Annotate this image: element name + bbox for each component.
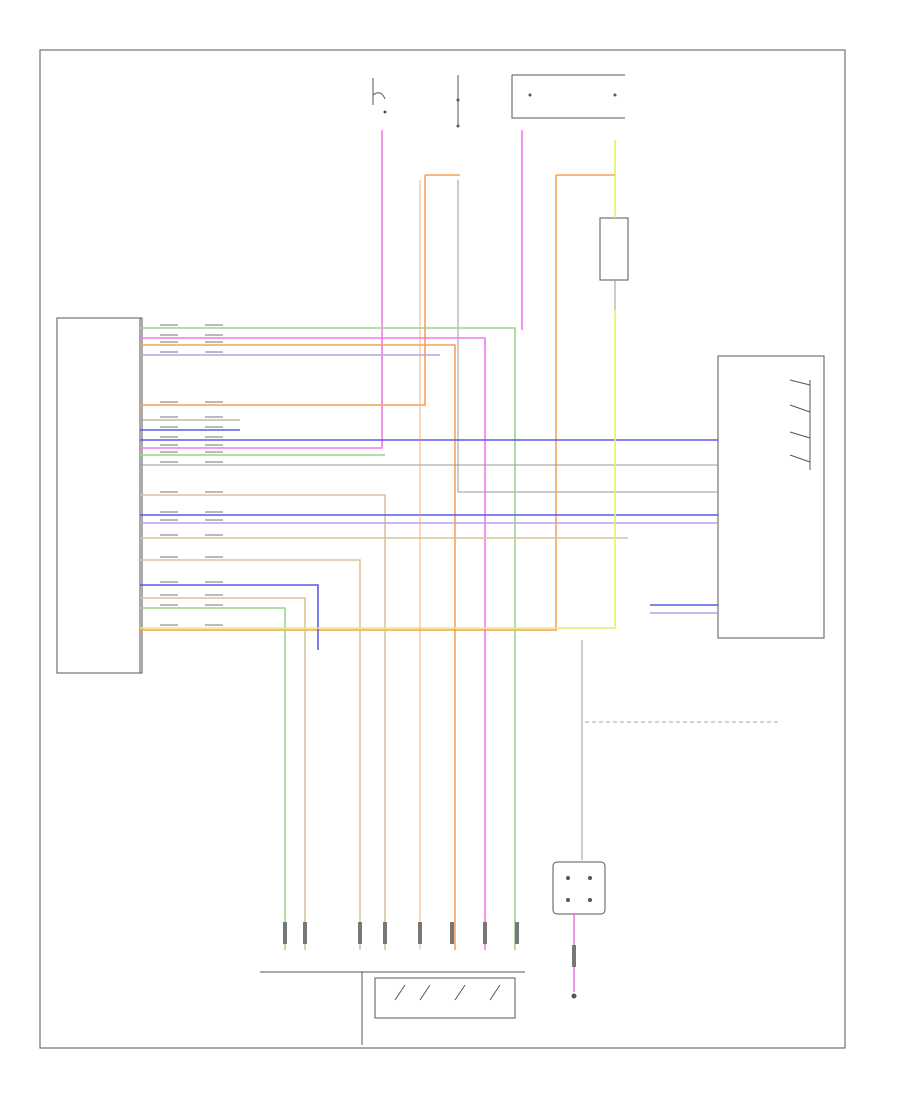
- wire-code-b-8: [205, 436, 223, 438]
- wire-code-b-12: [205, 491, 223, 493]
- wire-code-a-5: [160, 401, 178, 403]
- wire-code-b-18: [205, 594, 223, 596]
- wire-code-b-4: [205, 351, 223, 353]
- resistor-element: [599, 217, 629, 281]
- wire-code-b-19: [205, 604, 223, 606]
- wire-code-a-7: [160, 426, 178, 428]
- wire-green-1: [140, 327, 516, 950]
- wire-code-a-9: [160, 444, 178, 446]
- wire-code-b-2: [205, 334, 223, 336]
- wire-tan-14: [140, 559, 361, 950]
- wire-code-a-19: [160, 604, 178, 606]
- bottom-connector-2: [303, 922, 307, 944]
- wire-code-b-10: [205, 451, 223, 453]
- control-module-block: [56, 317, 143, 674]
- wire-code-a-8: [160, 436, 178, 438]
- ignition-switch-top-left: [372, 78, 387, 114]
- bottom-connector-4: [383, 922, 387, 944]
- fuse-block-top-right: [511, 74, 625, 119]
- wire-layer: [140, 130, 718, 992]
- wire-code-b-13: [205, 511, 223, 513]
- wire-code-a-15: [160, 534, 178, 536]
- wire-code-a-14: [160, 519, 178, 521]
- wire-code-a-1: [160, 324, 178, 326]
- ground-symbol: [571, 993, 577, 999]
- wire-tan-10: [140, 494, 386, 950]
- wire-code-a-12: [160, 491, 178, 493]
- wire-code-b-3: [205, 341, 223, 343]
- wire-orange-3: [140, 344, 456, 950]
- wire-code-a-3: [160, 341, 178, 343]
- wire-green-17: [140, 607, 286, 950]
- wire-orange-feed: [140, 175, 426, 406]
- bottom-connector-5: [418, 922, 422, 944]
- wire-code-b-7: [205, 426, 223, 428]
- wire-code-b-11: [205, 461, 223, 463]
- wire-code-b-14: [205, 519, 223, 521]
- wire-code-a-2: [160, 334, 178, 336]
- connector-layer: [283, 922, 576, 967]
- wire-code-b-20: [205, 624, 223, 626]
- tiny-label-layer: [160, 324, 223, 626]
- wire-code-b-15: [205, 534, 223, 536]
- wire-pink-2: [140, 337, 486, 950]
- wire-code-a-13: [160, 511, 178, 513]
- mode-switch-contacts: [789, 379, 811, 470]
- wire-pink-feed: [140, 130, 383, 449]
- wire-gray-feed-a: [457, 180, 718, 493]
- wire-code-a-6: [160, 416, 178, 418]
- wire-code-b-9: [205, 444, 223, 446]
- wire-code-a-16: [160, 556, 178, 558]
- wire-yellow-18: [140, 310, 616, 629]
- wire-tan-16: [140, 597, 306, 950]
- wire-code-b-6: [205, 416, 223, 418]
- wire-code-b-1: [205, 324, 223, 326]
- transfer-case-switch: [260, 971, 525, 1045]
- wire-code-b-16: [205, 556, 223, 558]
- wire-code-a-18: [160, 594, 178, 596]
- bottom-connector-1: [283, 922, 287, 944]
- wire-code-a-11: [160, 461, 178, 463]
- wire-code-a-4: [160, 351, 178, 353]
- wire-code-b-5: [205, 401, 223, 403]
- wire-code-a-10: [160, 451, 178, 453]
- wire-code-a-17: [160, 581, 178, 583]
- ground-connector: [572, 945, 576, 967]
- bottom-connector-8: [515, 922, 519, 944]
- wire-orange-long: [140, 175, 557, 631]
- bottom-connector-3: [358, 922, 362, 944]
- bottom-connector-7: [483, 922, 487, 944]
- bottom-connector-6: [450, 922, 454, 944]
- fuse-top-center: [456, 75, 460, 128]
- solenoid-block: [552, 861, 606, 915]
- wire-code-a-20: [160, 624, 178, 626]
- wire-code-b-17: [205, 581, 223, 583]
- diagram-frame: [39, 49, 846, 1049]
- mode-switch-block: [717, 355, 825, 639]
